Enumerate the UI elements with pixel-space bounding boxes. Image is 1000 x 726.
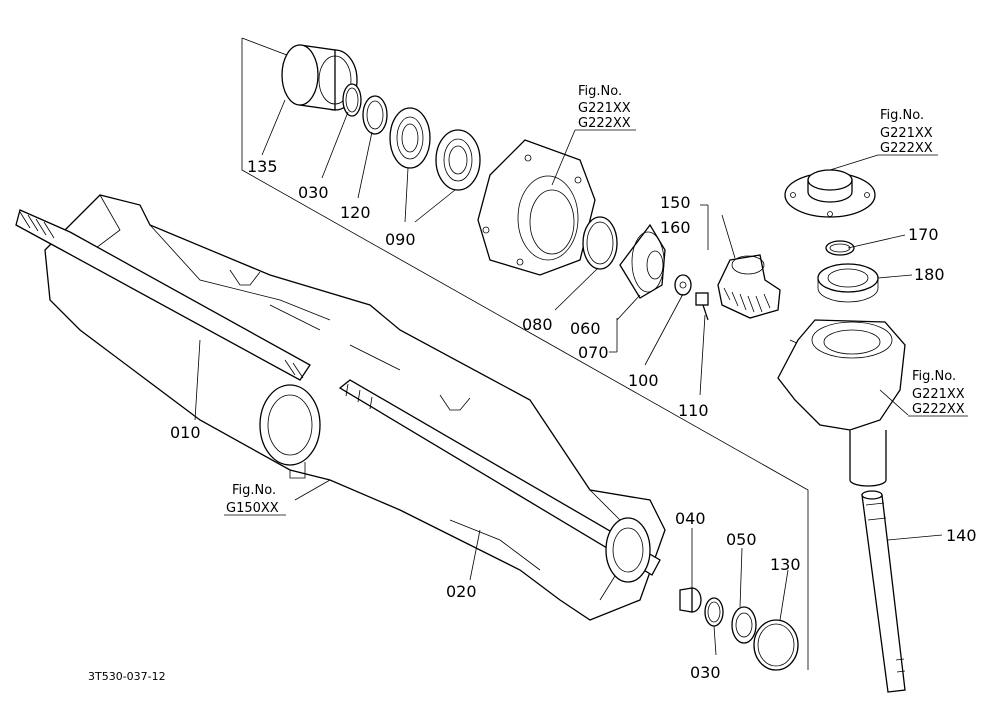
part-label-110: 110	[678, 401, 709, 420]
fig-ref-code: G222XX	[912, 402, 965, 417]
fig-ref-code: G150XX	[226, 501, 279, 516]
shaft-010	[15, 209, 311, 381]
vertical-shaft-140	[861, 490, 906, 693]
leader-lines	[194, 99, 943, 656]
fig-ref-casing: Fig.No. G150XX	[224, 483, 286, 516]
seal-050	[731, 606, 757, 644]
fig-ref-code: G222XX	[578, 116, 631, 131]
fig-ref-code: G221XX	[578, 101, 631, 116]
snap-ring-030-upper	[342, 83, 362, 117]
fig-ref-code: G222XX	[880, 141, 933, 156]
fig-ref-heading: Fig.No.	[880, 108, 924, 123]
bolt-110	[695, 292, 709, 321]
part-label-160: 160	[660, 218, 691, 237]
part-label-070: 070	[578, 343, 609, 362]
washer-100	[674, 274, 692, 296]
part-label-180: 180	[914, 265, 945, 284]
washer-120	[362, 95, 388, 135]
fig-ref-code: G221XX	[912, 387, 965, 402]
snap-ring-170	[825, 240, 855, 256]
part-number-labels: 135 030 120 090 080 060 070 100 110 150 …	[170, 157, 977, 682]
snap-ring-030-lower	[704, 597, 724, 627]
part-label-030: 030	[298, 183, 329, 202]
fig-ref-right-housing: Fig.No. G221XX G222XX	[908, 369, 968, 417]
part-label-080: 080	[522, 315, 553, 334]
part-label-040: 040	[675, 509, 706, 528]
part-label-150: 150	[660, 193, 691, 212]
part-label-020: 020	[446, 582, 477, 601]
fig-ref-heading: Fig.No.	[578, 84, 622, 99]
part-label-100: 100	[628, 371, 659, 390]
part-label-130: 130	[770, 555, 801, 574]
collar-040	[679, 587, 702, 613]
bearing-180	[817, 263, 879, 303]
fig-ref-upper-right: Fig.No. G221XX G222XX	[878, 108, 938, 156]
fig-ref-heading: Fig.No.	[232, 483, 276, 498]
part-label-030-lower: 030	[690, 663, 721, 682]
bearing-housing-flange	[477, 139, 596, 276]
drawing-code: 3T530-037-12	[88, 670, 166, 683]
part-label-050: 050	[726, 530, 757, 549]
kingpin-housing	[777, 319, 906, 487]
fig-ref-heading: Fig.No.	[912, 369, 956, 384]
part-label-170: 170	[908, 225, 939, 244]
o-ring-130	[753, 619, 799, 671]
cover-flange-upper-right	[784, 169, 876, 218]
part-label-090: 090	[385, 230, 416, 249]
part-label-060: 060	[570, 319, 601, 338]
part-label-010: 010	[170, 423, 201, 442]
gear-shaft-150-160	[717, 254, 781, 319]
fig-ref-code: G221XX	[880, 126, 933, 141]
bevel-gear-060	[619, 223, 666, 299]
part-label-120: 120	[340, 203, 371, 222]
part-label-140: 140	[946, 526, 977, 545]
bearings-090	[389, 107, 481, 191]
circlip-080	[582, 216, 618, 270]
end-flange-right	[605, 517, 651, 583]
fig-ref-upper-center: Fig.No. G221XX G222XX	[575, 84, 636, 131]
part-label-135: 135	[247, 157, 278, 176]
center-flange-boss	[259, 384, 321, 479]
